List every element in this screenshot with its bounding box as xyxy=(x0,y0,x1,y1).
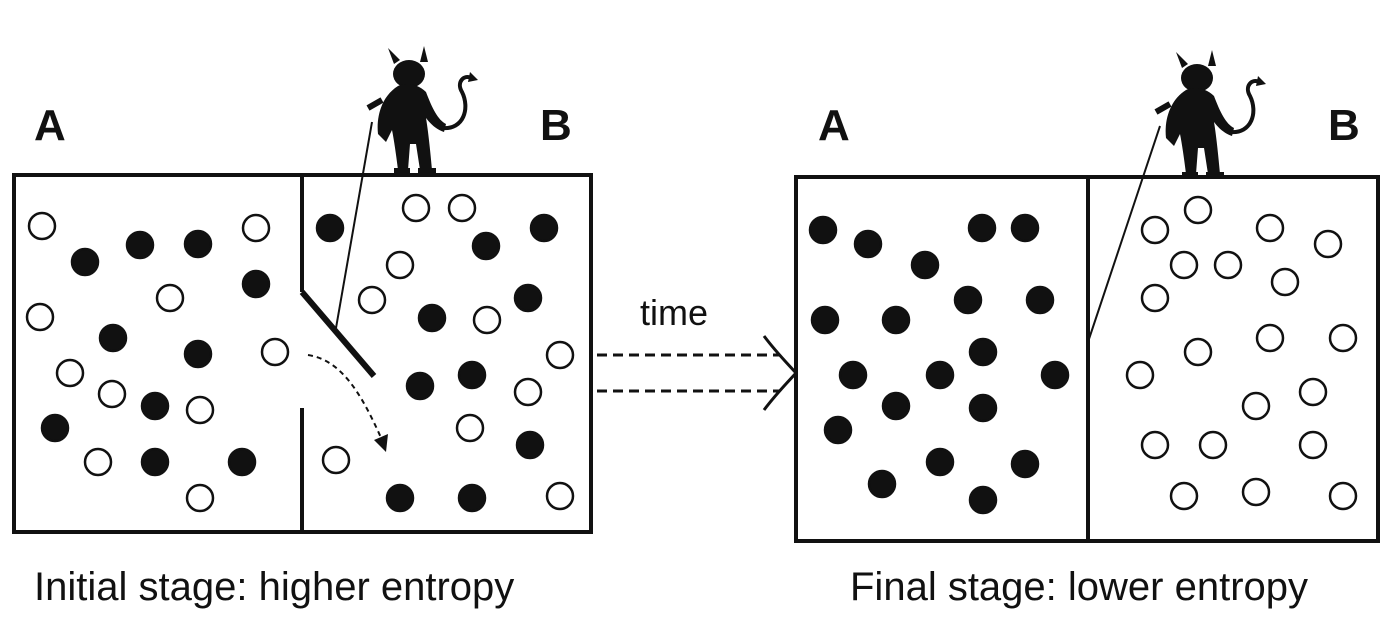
molecule-path-arrow xyxy=(307,354,383,441)
molecules-left-a xyxy=(25,211,290,513)
demon-icon xyxy=(1156,50,1266,178)
molecules-right-a xyxy=(808,213,1070,515)
molecules-left-b xyxy=(315,193,575,513)
arrow-head xyxy=(762,335,799,411)
time-label: time xyxy=(640,292,708,333)
final-stage-caption: Final stage: lower entropy xyxy=(850,565,1308,609)
container-a-label: A xyxy=(34,101,66,150)
container-b-label: B xyxy=(540,101,572,150)
demon-pole xyxy=(1087,125,1161,343)
container-a-label: A xyxy=(818,101,850,150)
container-b-label: B xyxy=(1328,101,1360,150)
demon-icon xyxy=(368,46,478,174)
initial-stage-panel: A B xyxy=(12,46,593,609)
final-stage-panel: A B xyxy=(794,50,1380,609)
initial-stage-caption: Initial stage: higher entropy xyxy=(34,565,514,609)
trap-door xyxy=(299,290,377,378)
demon-pole xyxy=(335,121,373,329)
molecules-right-b xyxy=(1125,195,1358,511)
time-arrow: time xyxy=(597,292,799,411)
